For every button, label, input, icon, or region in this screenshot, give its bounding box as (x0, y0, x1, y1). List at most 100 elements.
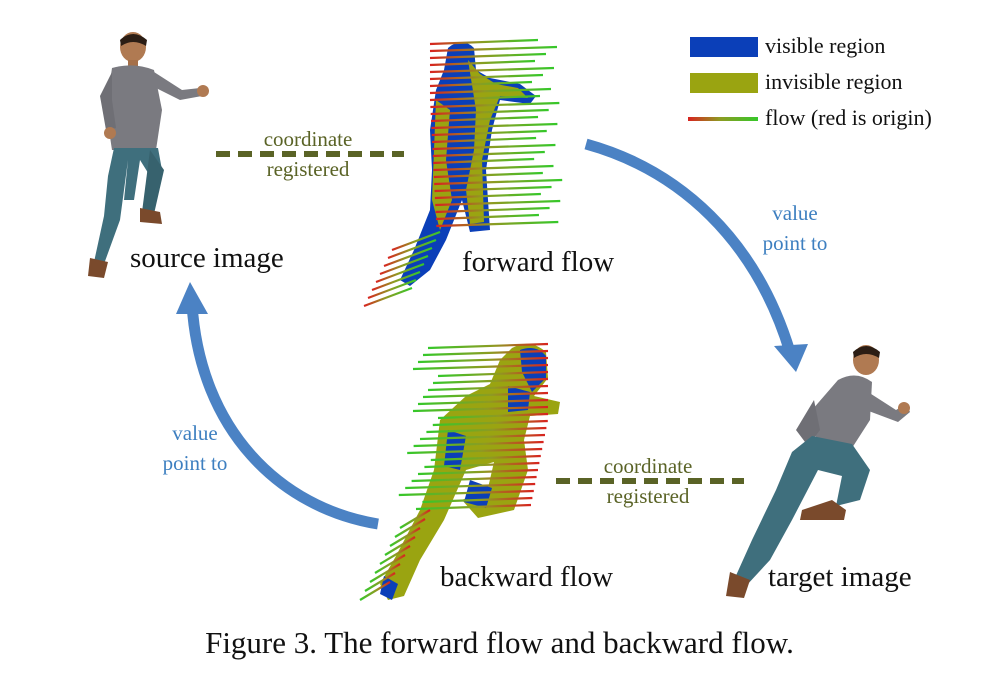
left-value-arrowhead (176, 282, 208, 314)
forward-flow-vector (431, 129, 547, 137)
forward-flow-vector (387, 238, 437, 260)
figure-caption: Figure 3. The forward flow and backward … (205, 625, 794, 660)
right-value-text: value (772, 201, 818, 225)
backward-flow-vector (369, 563, 401, 583)
forward-flow-vector (435, 213, 539, 221)
backward-flow-vector (417, 356, 549, 364)
forward-flow-vector (434, 185, 552, 193)
forward-flow-vector (371, 270, 421, 292)
backward-flow-vector (422, 496, 533, 504)
forward-flow-figure (363, 38, 563, 308)
forward-flow-vector (430, 108, 549, 116)
backward-flow-vector (430, 454, 541, 462)
forward-flow-vectors (363, 38, 563, 308)
forward-flow-vector (434, 178, 563, 186)
top-registered-text: registered (266, 157, 350, 181)
forward-flow-vector (429, 87, 552, 95)
backward-flow-vector (398, 489, 534, 497)
forward-flow-vector (431, 122, 558, 130)
backward-flow-vector (427, 342, 549, 350)
backward-flow-vector (389, 527, 421, 547)
forward-flow-vector (429, 52, 547, 60)
backward-flow-vector (399, 509, 431, 529)
target-person-figure (726, 345, 910, 598)
top-coordinate-text: coordinate (263, 127, 353, 151)
backward-flow-vector (407, 447, 543, 455)
backward-flow-vector (412, 405, 549, 413)
forward-flow-vector (367, 278, 417, 300)
backward-flow-vector (426, 426, 547, 434)
left-point-to-text: point to (162, 451, 228, 475)
forward-flow-vector (433, 171, 543, 179)
forward-flow-vector (429, 80, 533, 88)
forward-flow-vector (435, 206, 550, 214)
right-point-to-text: point to (762, 231, 828, 255)
backward-flow-vector (411, 475, 537, 483)
backward-flow-vector (432, 419, 548, 427)
backward-flow-vector (417, 398, 549, 406)
right-value-arrowhead (774, 344, 808, 372)
backward-flow-vector (364, 572, 396, 592)
forward-flow-vector (429, 38, 539, 46)
forward-flow-vector (432, 143, 556, 151)
backward-flow-vector (394, 518, 426, 538)
backward-flow-vector (412, 363, 549, 371)
backward-flow-vector (413, 440, 544, 448)
forward-flow-vector (429, 73, 544, 81)
forward-flow-vector (379, 254, 429, 276)
backward-flow-vector (424, 461, 540, 469)
right-value-point-to-label: value point to (740, 198, 850, 258)
top-coordinate-registered-label: coordinate registered (238, 124, 378, 184)
legend-flow-label: flow (red is origin) (765, 105, 932, 130)
legend-visible-label: visible region (765, 33, 886, 58)
forward-flow-vector (436, 220, 559, 228)
forward-flow-vector (433, 164, 554, 172)
backward-flow-vector (374, 554, 406, 574)
legend-invisible-label: invisible region (765, 69, 903, 94)
backward-flow-vector (419, 433, 546, 441)
backward-flow-vector (379, 545, 411, 565)
forward-flow-vector (429, 59, 536, 67)
bottom-coordinate-text: coordinate (603, 454, 693, 478)
left-value-text: value (172, 421, 218, 445)
backward-flow-figure (359, 342, 560, 601)
backward-flow-vector (359, 581, 391, 601)
left-value-arrow-shaft (186, 303, 379, 530)
backward-flow-label: backward flow (440, 561, 614, 593)
backward-flow-vector (417, 468, 539, 476)
forward-flow-vector (432, 136, 537, 144)
bottom-coordinate-registered-label: coordinate registered (578, 451, 718, 511)
left-value-point-to-label: value point to (140, 418, 250, 478)
backward-flow-vector (432, 377, 549, 385)
backward-flow-vector (422, 349, 549, 357)
backward-flow-vector (437, 412, 549, 420)
forward-flow-vector (431, 115, 539, 123)
source-image-label: source image (130, 242, 284, 274)
forward-flow-vector (383, 246, 433, 268)
forward-flow-vector (429, 45, 558, 53)
source-person-figure (88, 32, 209, 278)
forward-flow-vector (434, 192, 541, 200)
backward-flow-vector (427, 384, 549, 392)
backward-flow-vector (415, 503, 532, 511)
right-value-arrow-shaft (584, 138, 796, 354)
forward-flow-label: forward flow (462, 246, 615, 278)
forward-flow-vector (363, 286, 413, 308)
legend-invisible-swatch (690, 73, 758, 93)
forward-flow-vector (430, 101, 560, 109)
forward-flow-vector (432, 150, 545, 158)
forward-flow-vector (433, 157, 535, 165)
forward-flow-vector (391, 230, 441, 252)
backward-flow-vector (422, 391, 549, 399)
target-image-label: target image (768, 561, 912, 593)
bottom-registered-text: registered (606, 484, 690, 508)
backward-flow-vector (384, 536, 416, 556)
backward-flow-vector (437, 370, 549, 378)
forward-flow-vector (435, 199, 561, 207)
forward-flow-vector (429, 66, 555, 74)
forward-flow-vector (429, 94, 541, 102)
backward-flow-vector (405, 482, 536, 490)
legend-flow-line (688, 117, 758, 121)
